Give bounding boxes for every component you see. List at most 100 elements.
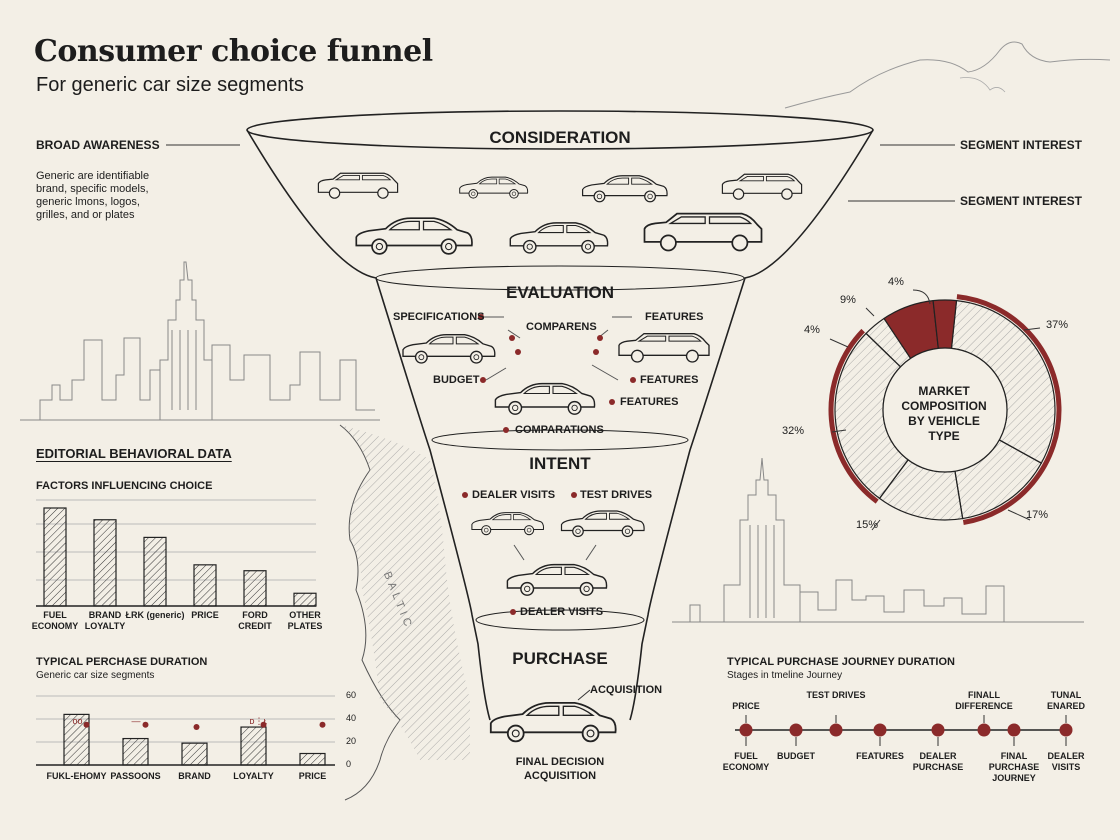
timeline-dot	[739, 723, 753, 737]
factor-bar	[293, 592, 317, 607]
timeline-dot	[829, 723, 843, 737]
baltic-map-sketch	[339, 424, 470, 801]
duration-marker-label: ᴏᴏ	[72, 715, 83, 726]
consideration-cars	[317, 172, 803, 255]
duration-category-label: BRAND	[178, 771, 211, 781]
left-skyline	[20, 261, 380, 421]
label-final-decision: FINAL DECISION	[515, 756, 605, 768]
label-dealer-visits-2: DEALER VISITS	[520, 606, 604, 618]
coastline-sketch	[784, 41, 1111, 109]
duration-bar	[240, 726, 267, 766]
donut-percent-label: 17%	[1026, 509, 1049, 521]
car-suv-icon	[317, 172, 399, 199]
donut-percent-label: 37%	[1046, 319, 1069, 331]
timeline-dot	[1007, 723, 1021, 737]
factor-category-label: OTHER PLATES	[287, 610, 323, 631]
car-sedan-icon	[489, 701, 617, 743]
label-comparens: COMPARENS	[526, 321, 597, 333]
market-composition-donut	[828, 294, 1062, 525]
editorial-heading: EDITORIAL BEHAVIORAL DATA	[36, 446, 232, 461]
duration-category-label: PRICE	[298, 771, 327, 781]
car-sedan-icon	[581, 175, 668, 203]
donut-accent-arc	[828, 328, 879, 504]
duration-bar	[181, 742, 208, 766]
factor-bar	[93, 519, 117, 607]
intent-dots	[462, 492, 577, 615]
car-sedan-icon	[459, 176, 529, 199]
label-features-2: FEATURES	[640, 374, 699, 386]
duration-marker	[193, 724, 200, 730]
timeline-dot	[873, 723, 887, 737]
duration-marker	[142, 721, 149, 728]
funnel-outline	[246, 110, 874, 721]
intent-cars	[471, 510, 645, 596]
factors-bars	[43, 507, 317, 607]
donut-accent-arc	[956, 294, 1062, 525]
page-subtitle: For generic car size segments	[36, 74, 304, 96]
factor-category-label: BRAND LOYALTY	[84, 610, 126, 631]
duration-ytick: 20	[346, 736, 357, 746]
factor-category-label: ŁRK (generic)	[125, 610, 185, 620]
duration-marker	[319, 721, 326, 728]
label-acquisition: ACQUISITION	[590, 684, 663, 696]
duration-category-label: FUKL-EHOMY	[46, 771, 107, 781]
factor-bar	[43, 507, 67, 607]
timeline-dot	[977, 723, 991, 737]
segment-interest-label-1: SEGMENT INTEREST	[960, 138, 1083, 152]
car-sedan-icon	[560, 510, 645, 538]
label-features-1: FEATURES	[645, 311, 704, 323]
timeline-dot	[789, 723, 803, 737]
evaluation-connectors	[483, 316, 632, 381]
factor-category-label: FORD CREDIT	[238, 610, 272, 631]
duration-bar	[122, 737, 149, 766]
car-suv-icon	[618, 332, 710, 363]
car-suv-icon	[643, 212, 763, 252]
duration-chart-title: TYPICAL PERCHASE DURATION	[36, 656, 208, 668]
stage-evaluation: EVALUATION	[506, 283, 614, 302]
duration-bar	[299, 752, 326, 766]
evaluation-dots	[478, 314, 636, 433]
donut-percent-label: 4%	[888, 276, 904, 288]
duration-ytick: 40	[346, 713, 357, 723]
timeline-bottom-label: FINAL PURCHASE JOURNEY	[988, 751, 1040, 783]
label-specifications: SPECIFICATIONS	[393, 311, 485, 323]
duration-bars	[63, 713, 326, 766]
awareness-label: BROAD AWARENESS	[36, 138, 160, 152]
factor-category-label: FUEL ECONOMY	[31, 610, 79, 631]
timeline-title: TYPICAL PURCHASE JOURNEY DURATION	[727, 656, 955, 668]
timeline-dots	[739, 715, 1073, 746]
duration-category-label: PASSOONS	[110, 771, 161, 781]
duration-chart-subtitle: Generic car size segments	[36, 670, 155, 681]
car-sedan-icon	[494, 382, 596, 415]
factor-bar	[193, 564, 217, 607]
car-sedan-icon	[506, 563, 608, 596]
timeline-dot	[931, 723, 945, 737]
timeline-bottom-label: BUDGET	[777, 751, 815, 761]
intent-connectors	[513, 544, 597, 561]
donut-percent-label: 15%	[856, 519, 879, 531]
car-sedan-icon	[402, 333, 496, 364]
car-sedan-icon	[471, 511, 545, 536]
label-dealer-visits-1: DEALER VISITS	[472, 489, 556, 501]
donut-percent-label: 9%	[840, 294, 856, 306]
awareness-note: Generic are identifiable brand, specific…	[36, 170, 150, 221]
stage-consideration: CONSIDERATION	[489, 128, 631, 147]
stage-intent: INTENT	[529, 454, 591, 473]
timeline-bottom-label: DEALER VISITS	[1047, 751, 1085, 772]
donut-center-title: MARKET COMPOSITION BY VEHICLE TYPE	[901, 384, 987, 443]
timeline-top-label: TUNAL ENARED	[1046, 690, 1085, 711]
duration-marker	[260, 721, 267, 728]
factor-bar	[143, 536, 167, 607]
car-suv-icon	[721, 173, 803, 200]
label-features-3: FEATURES	[620, 396, 679, 408]
duration-marker-label: —	[131, 715, 141, 726]
timeline-bottom-label: DEALER PURCHASE	[912, 751, 964, 772]
timeline-bottom-label: FUEL ECONOMY	[722, 751, 770, 772]
segment-interest-label-2: SEGMENT INTEREST	[960, 194, 1083, 208]
duration-ytick: 0	[346, 759, 352, 769]
label-budget: BUDGET	[433, 374, 480, 386]
side-leader-lines	[166, 144, 955, 202]
duration-category-label: LOYALTY	[233, 771, 274, 781]
stage-purchase: PURCHASE	[512, 649, 608, 668]
